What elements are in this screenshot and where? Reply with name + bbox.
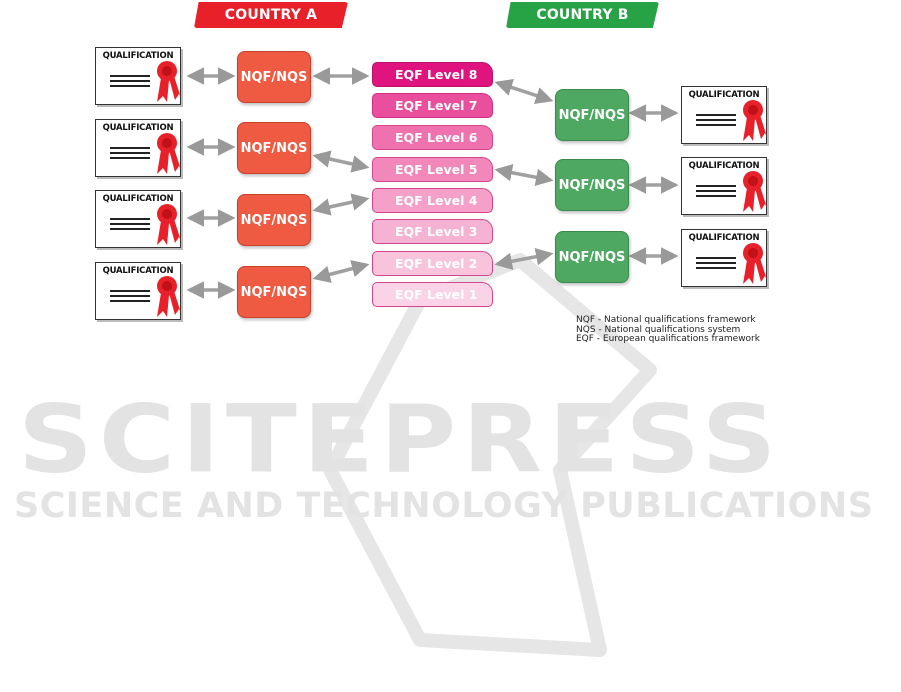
arrow-nqf-a2-eqf5 — [312, 150, 370, 173]
qualification-label: QUALIFICATION — [102, 266, 174, 276]
arrow-nqf-a3-eqf4 — [312, 193, 370, 216]
nqf-nqs-box-a3: NQF/NQS — [237, 194, 311, 246]
qualification-label: QUALIFICATION — [102, 194, 174, 204]
eqf-level-7: EQF Level 7 — [372, 93, 493, 118]
nqf-nqs-box-a4: NQF/NQS — [237, 266, 311, 318]
ribbon-seal-icon — [157, 204, 181, 245]
ribbon-seal-icon — [157, 276, 181, 317]
nqf-nqs-box-b1: NQF/NQS — [555, 89, 629, 141]
legend-eqf: EQF - European qualifications framework — [576, 334, 760, 344]
qualification-label: QUALIFICATION — [102, 123, 174, 133]
watermark-title: SCITEPRESS — [18, 384, 783, 494]
watermark-subtitle: SCIENCE AND TECHNOLOGY PUBLICATIONS — [14, 486, 874, 526]
nqf-nqs-box-b2: NQF/NQS — [555, 159, 629, 211]
eqf-level-8: EQF Level 8 — [372, 62, 493, 87]
ribbon-seal-icon — [157, 61, 181, 102]
ribbon-seal-icon — [157, 133, 181, 174]
eqf-level-2: EQF Level 2 — [372, 251, 493, 276]
nqf-nqs-box-a1: NQF/NQS — [237, 51, 311, 103]
qualification-card-a4: QUALIFICATION — [95, 262, 181, 320]
qualification-label: QUALIFICATION — [688, 90, 760, 100]
qualification-card-b2: QUALIFICATION — [681, 157, 767, 215]
ribbon-seal-icon — [743, 243, 767, 284]
qualification-card-a1: QUALIFICATION — [95, 47, 181, 105]
nqf-nqs-box-b3: NQF/NQS — [555, 231, 629, 283]
arrow-eqf2-nqf-b3 — [494, 248, 554, 270]
eqf-level-5: EQF Level 5 — [372, 157, 493, 182]
qualification-card-b1: QUALIFICATION — [681, 86, 767, 144]
qualification-card-a2: QUALIFICATION — [95, 119, 181, 177]
nqf-nqs-box-a2: NQF/NQS — [237, 122, 311, 174]
legend-nqf: NQF - National qualifications framework — [576, 315, 756, 325]
country-a-tab: COUNTRY A — [194, 2, 348, 28]
arrow-eqf8-nqf-b1 — [494, 79, 554, 104]
qualification-card-a3: QUALIFICATION — [95, 190, 181, 248]
arrow-eqf5-nqf-b2 — [494, 164, 554, 186]
ribbon-seal-icon — [743, 100, 767, 141]
arrow-nqf-a4-eqf2 — [312, 260, 370, 283]
legend-nqs: NQS - National qualifications system — [576, 324, 741, 335]
country-b-tab: COUNTRY B — [506, 2, 659, 28]
qualification-label: QUALIFICATION — [102, 51, 174, 61]
eqf-level-6: EQF Level 6 — [372, 125, 493, 150]
qualification-card-b3: QUALIFICATION — [681, 229, 767, 287]
legend: NQF - National qualifications framework … — [576, 315, 760, 345]
eqf-level-4: EQF Level 4 — [372, 188, 493, 213]
qualification-label: QUALIFICATION — [688, 233, 760, 243]
ribbon-seal-icon — [743, 171, 767, 212]
eqf-level-1: EQF Level 1 — [372, 282, 493, 307]
eqf-level-3: EQF Level 3 — [372, 219, 493, 244]
qualification-label: QUALIFICATION — [688, 161, 760, 171]
